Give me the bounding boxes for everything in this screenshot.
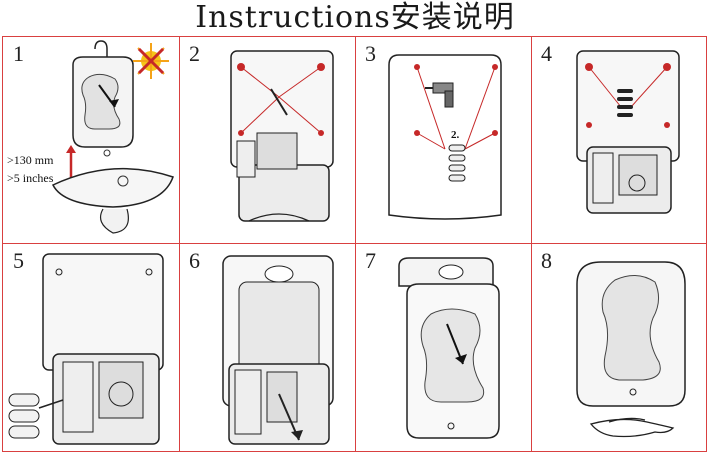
wall-drilling-illustration [388, 54, 502, 220]
step-number: 1 [13, 41, 24, 66]
step-7-panel: 7 [355, 244, 531, 453]
open-dispenser-illustration [230, 50, 334, 222]
step-2-panel: 2 [179, 37, 355, 243]
step-number: 2 [189, 41, 200, 66]
insert-refill-illustration [222, 255, 334, 445]
step-3-panel: 3 2. [355, 37, 531, 243]
batteries-icon [8, 393, 40, 439]
page-title: Instructions安装说明 [195, 0, 515, 35]
step-4-panel: 4 [531, 37, 707, 243]
step-number: 4 [541, 41, 552, 66]
dispense-hand-illustration [576, 261, 686, 438]
step-number: 5 [13, 248, 24, 273]
no-sun-icon [133, 43, 169, 79]
screw-step-label: 2. [451, 129, 460, 141]
step-6-panel: 6 [179, 244, 355, 453]
step-5-panel: 5 [3, 244, 179, 453]
mounting-screws-illustration [576, 50, 680, 214]
min-height-mm-label: >130 mm [7, 153, 54, 167]
screws-icon [448, 144, 466, 182]
insert-batteries-illustration [8, 253, 164, 445]
step-1-panel: 1 [3, 37, 179, 243]
dispenser-illustration [51, 40, 174, 234]
step-number: 6 [189, 248, 200, 273]
close-cover-illustration [398, 257, 500, 439]
step-number: 8 [541, 248, 552, 273]
drill-icon [425, 82, 454, 108]
step-number: 7 [365, 248, 376, 273]
min-height-in-label: >5 inches [7, 171, 54, 185]
step-number: 3 [365, 41, 376, 66]
instruction-grid: 1 [2, 36, 707, 452]
step-8-panel: 8 [531, 244, 707, 453]
hand-icon [589, 417, 675, 438]
